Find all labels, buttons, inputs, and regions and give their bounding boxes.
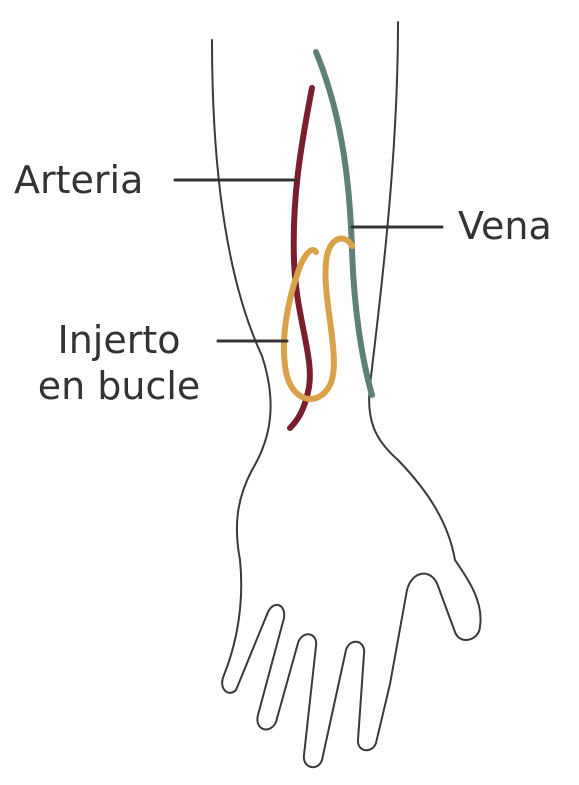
vein-line bbox=[316, 52, 372, 395]
graft-label-line-2: en bucle bbox=[30, 363, 208, 409]
vein-label: Vena bbox=[458, 203, 552, 249]
arm-outline bbox=[212, 22, 481, 767]
forearm-right-edge bbox=[369, 22, 455, 560]
graft-label-line-1: Injerto bbox=[30, 317, 208, 363]
hand-fingers bbox=[222, 560, 480, 767]
graft-label: Injerto en bucle bbox=[30, 317, 208, 410]
forearm-left-edge bbox=[212, 40, 271, 675]
leader-lines bbox=[175, 180, 442, 341]
artery-label: Arteria bbox=[14, 157, 143, 203]
